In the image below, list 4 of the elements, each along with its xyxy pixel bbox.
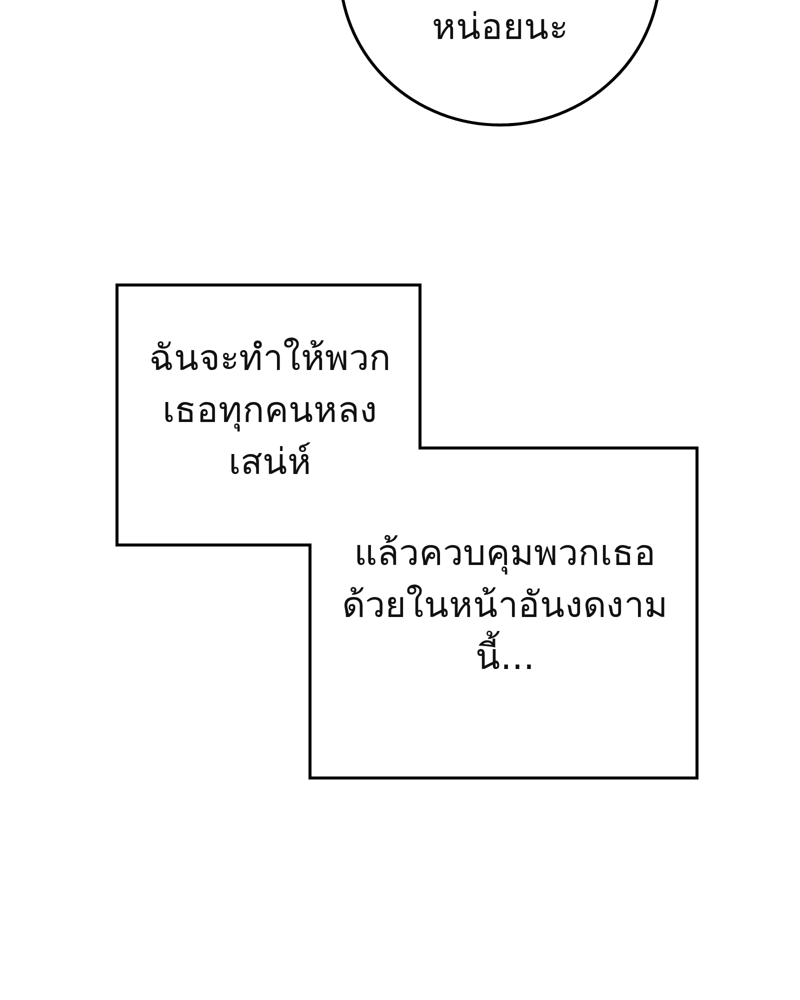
dialogue-text: หน่อยนะ: [431, 6, 569, 50]
dialogue-text: แล้วควบคุมพวกเธอด้วยในหน้าอันงดงามนี้...: [341, 532, 669, 680]
speech-bubble: [115, 283, 700, 781]
dialogue-text: ฉันจะทำให้พวกเธอทุกคนหลงเสน่ห์: [148, 336, 392, 485]
